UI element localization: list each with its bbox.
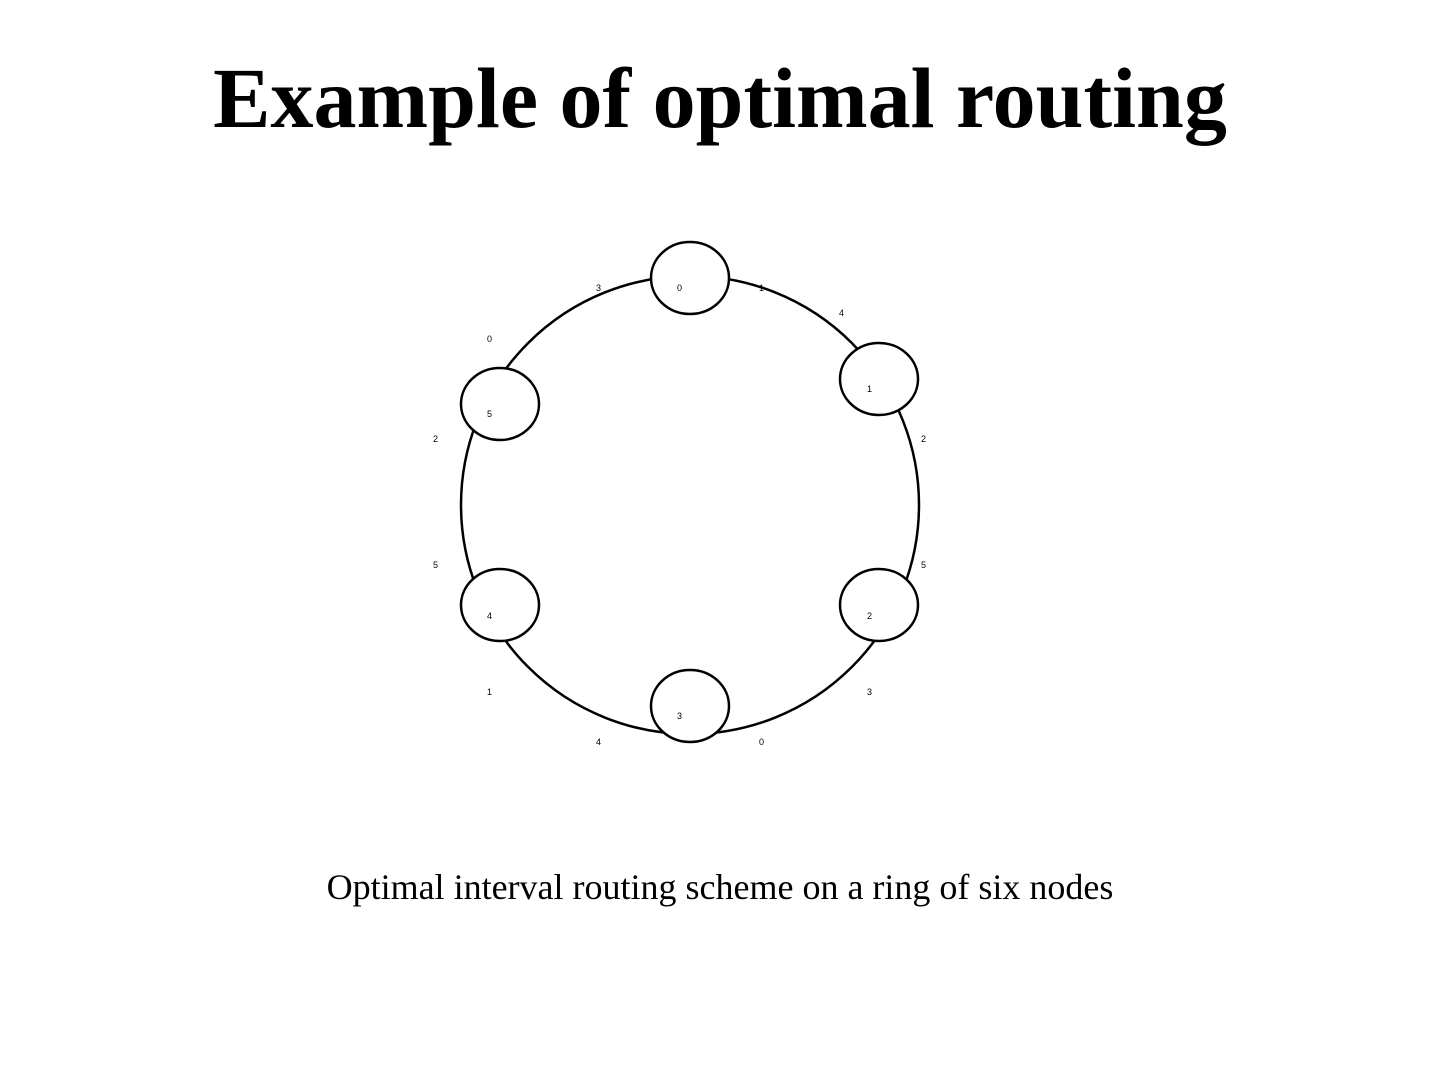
ring-edge	[459, 274, 921, 736]
node-0: 0	[649, 240, 731, 316]
node-4-label: 4	[487, 611, 492, 621]
edge-label-n1-bottom: 2	[921, 434, 926, 444]
node-5-label: 5	[487, 409, 492, 419]
slide-title: Example of optimal routing	[213, 50, 1227, 146]
edge-label-n3-left: 4	[596, 737, 601, 747]
node-4-circle	[459, 567, 541, 643]
node-0-circle	[649, 240, 731, 316]
edge-label-n0-left: 3	[596, 283, 601, 293]
node-3-circle	[649, 668, 731, 744]
node-3: 3	[649, 668, 731, 744]
edge-label-n0-right: 1	[759, 283, 764, 293]
edge-label-n2-top: 5	[921, 560, 926, 570]
edge-label-n2-bottom: 3	[867, 687, 872, 697]
edge-label-n4-top: 5	[433, 560, 438, 570]
node-5: 5	[459, 366, 541, 442]
edge-label-n5-bottom: 2	[433, 434, 438, 444]
edge-label-n3-right: 0	[759, 737, 764, 747]
node-1: 1	[838, 341, 920, 417]
edge-label-n4-bottom: 1	[487, 687, 492, 697]
node-5-circle	[459, 366, 541, 442]
node-3-label: 3	[677, 711, 682, 721]
figure-caption: Optimal interval routing scheme on a rin…	[326, 867, 1114, 907]
node-0-label: 0	[677, 283, 682, 293]
edge-label-n1-top: 4	[839, 308, 844, 318]
node-1-label: 1	[867, 384, 872, 394]
node-1-circle	[838, 341, 920, 417]
node-2-circle	[838, 567, 920, 643]
node-4: 4	[459, 567, 541, 643]
node-2-label: 2	[867, 611, 872, 621]
edge-label-n5-top: 0	[487, 334, 492, 344]
node-2: 2	[838, 567, 920, 643]
